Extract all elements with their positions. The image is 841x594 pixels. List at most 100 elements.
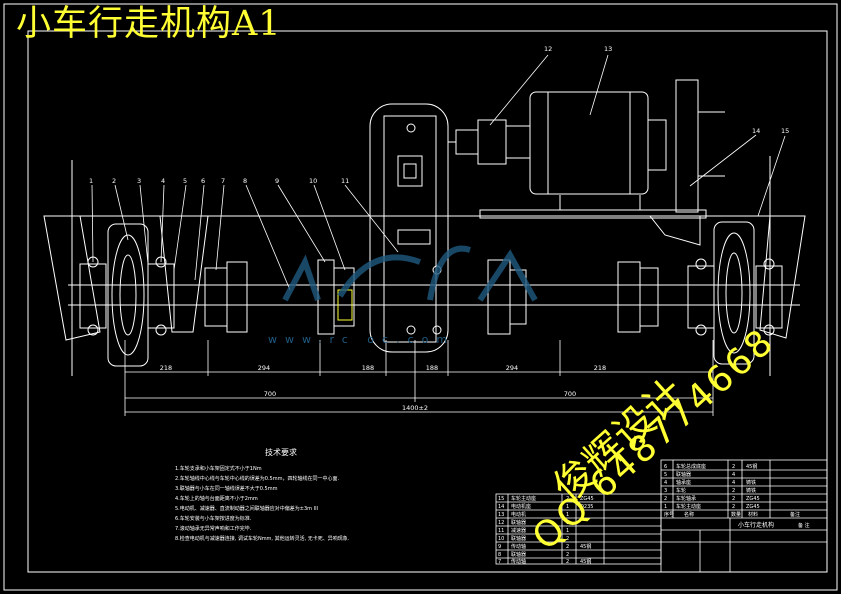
- part-label: 7: [221, 177, 225, 185]
- dimension-lines: [124, 340, 714, 416]
- dim-700-right: 700: [564, 390, 576, 398]
- table-cell: 2: [732, 464, 735, 470]
- part-label: 9: [275, 177, 279, 185]
- gearbox: [369, 103, 449, 353]
- table-remark: 备 注: [798, 522, 810, 529]
- table-cell: 1: [566, 512, 569, 518]
- tech-item: 6.车轮安装与小车架按进度为标准.: [175, 515, 252, 522]
- table-header: 材料: [748, 511, 758, 518]
- part-label: 10: [309, 177, 317, 185]
- table-cell: 1: [566, 528, 569, 534]
- tech-item: 5.电动机、减速器、直流制动器之间联轴器应对中偏差为±3m III: [175, 505, 318, 512]
- table-header: 备注: [790, 511, 800, 518]
- tech-heading: 技术要求: [265, 447, 297, 457]
- dimension-values: 218 294 188 188 294 218 700 700 1400±2: [160, 364, 606, 412]
- table-cell: 3: [664, 488, 667, 494]
- table-cell: 2: [566, 536, 569, 542]
- part-label: 4: [161, 177, 165, 185]
- table-cell: 45钢: [580, 558, 591, 565]
- table-cell: 14: [498, 504, 504, 510]
- table-cell: 11: [498, 528, 504, 534]
- tech-item: 4.车轮上的轴与台面距离不小于2mm: [175, 495, 258, 502]
- table-cell: 45钢: [580, 543, 591, 550]
- drawing-name: 小车行走机构: [738, 521, 774, 529]
- table-cell: 车轮主动座: [676, 503, 701, 510]
- table-cell: 15: [498, 496, 504, 502]
- table-cell: 7: [498, 559, 501, 565]
- left-parts-table: [495, 493, 662, 565]
- table-cell: 电动机座: [511, 503, 531, 510]
- inner-frame: [27, 30, 828, 573]
- table-cell: 轴承座: [676, 479, 691, 486]
- part-label: 2: [112, 177, 116, 185]
- part-label: 5: [183, 177, 187, 185]
- tech-requirements: 技术要求 1.车轮支承和小车架固定式不小于1Nm 2.车轮轴线中心线与车轮中心线…: [175, 447, 350, 542]
- table-cell: 13: [498, 512, 504, 518]
- table-cell: 传动轴: [511, 558, 526, 565]
- table-cell: 4: [732, 472, 735, 478]
- tech-item: 1.车轮支承和小车架固定式不小于1Nm: [175, 465, 262, 472]
- left-table-text: 15 车轮主动座 2 ZG45 14 电动机座 1 Q235 13 电动机 1 …: [498, 495, 594, 565]
- page-title: 小车行走机构A1: [16, 4, 282, 44]
- table-cell: 1: [664, 504, 667, 510]
- outer-frame: [3, 3, 838, 591]
- table-cell: 4: [664, 480, 667, 486]
- dim-700-left: 700: [264, 390, 276, 398]
- table-cell: 10: [498, 536, 504, 542]
- table-cell: 联轴器: [676, 471, 691, 478]
- table-header: 名称: [684, 511, 694, 518]
- part-label: 13: [604, 45, 612, 53]
- table-header: 序号: [664, 511, 674, 518]
- part-label: 12: [544, 45, 552, 53]
- table-cell: 8: [498, 552, 501, 558]
- part-label: 6: [201, 177, 205, 185]
- table-header: 数量: [731, 511, 741, 518]
- table-cell: 车轮主动座: [511, 495, 536, 502]
- dim-294-right: 294: [506, 364, 518, 372]
- table-cell: 2: [566, 544, 569, 550]
- part-label: 14: [752, 127, 760, 135]
- table-cell: 车轮轴承: [676, 495, 696, 502]
- table-cell: ZG45: [746, 504, 760, 510]
- right-parts-table: [660, 459, 828, 573]
- table-cell: 12: [498, 520, 504, 526]
- part-label: 11: [341, 177, 349, 185]
- table-cell: 2: [566, 496, 569, 502]
- tech-item: 8.检查电动机与减速器连接, 调试车轮Nmm, 其他运转灵活, 无卡死、异响现象…: [175, 535, 350, 542]
- table-cell: 铸铁: [746, 487, 756, 494]
- table-cell: 5: [664, 472, 667, 478]
- table-cell: 减速器: [511, 527, 526, 534]
- leader-lines: [91, 54, 786, 291]
- table-cell: 传动轴: [511, 543, 526, 550]
- table-cell: 9: [498, 544, 501, 550]
- right-table-text: 6 车轮总成底座 2 45钢 5 联轴器 4 4 轴承座 4 铸铁 3 车轮 2…: [664, 463, 810, 529]
- dim-294-left: 294: [258, 364, 270, 372]
- table-cell: 联轴器: [511, 535, 526, 542]
- table-cell: 2: [732, 504, 735, 510]
- logo-watermark: [282, 245, 538, 302]
- part-label: 3: [137, 177, 141, 185]
- tech-item: 7.滚动轴承无异常声响和工作完毕.: [175, 525, 252, 532]
- table-cell: 1: [566, 520, 569, 526]
- table-cell: ZG45: [580, 496, 594, 502]
- table-cell: 电动机: [511, 511, 526, 518]
- table-cell: 2: [732, 488, 735, 494]
- part-labels: 1 2 3 4 5 6 7 8 9 10 11 12 13 14 15: [89, 45, 789, 185]
- table-cell: Q235: [580, 504, 593, 510]
- table-cell: 4: [732, 480, 735, 486]
- dim-218-right: 218: [594, 364, 606, 372]
- table-cell: 2: [566, 552, 569, 558]
- table-cell: 45钢: [746, 463, 757, 470]
- table-cell: 联轴器: [511, 519, 526, 526]
- table-cell: 车轮: [676, 487, 686, 494]
- table-cell: 6: [664, 464, 667, 470]
- dim-total: 1400±2: [402, 404, 428, 412]
- table-cell: 2: [566, 559, 569, 565]
- table-cell: 2: [664, 496, 667, 502]
- dim-188-left: 188: [362, 364, 374, 372]
- table-cell: 1: [566, 504, 569, 510]
- table-cell: ZG45: [746, 496, 760, 502]
- tech-item: 3.联轴器与小车在同一轴线误差不大于0.5mm: [175, 485, 278, 492]
- dim-188-right: 188: [426, 364, 438, 372]
